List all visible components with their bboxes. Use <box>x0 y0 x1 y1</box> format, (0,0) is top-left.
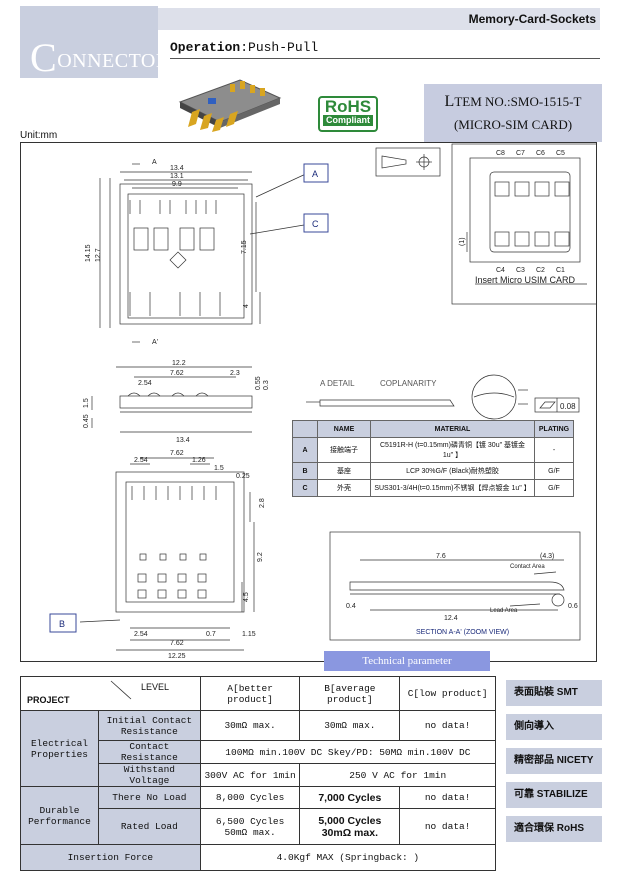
material-table: NAME MATERIAL PLATING A 接触端子 C5191R-H (t… <box>292 420 574 497</box>
pin-label: C7 <box>516 150 525 157</box>
dim-label: 2.8 <box>259 498 266 508</box>
table-row: A 接触端子 C5191R-H (t=0.15mm)磷青铜【镀 30u" 基镀金… <box>292 437 574 463</box>
dim-label: 7.62 <box>170 370 184 377</box>
pin-label: C1 <box>556 267 565 274</box>
dim-label: 1.5 <box>214 465 224 472</box>
dim-label: 2.3 <box>230 370 240 377</box>
pin-label: C6 <box>536 150 545 157</box>
pin-label: C5 <box>556 150 565 157</box>
feature-lateral: 側向導入 LATERAL <box>506 714 602 758</box>
operation-label: Operation <box>170 40 241 55</box>
technical-parameter-header: Technical parameter <box>324 651 490 671</box>
item-subtitle: (MICRO-SIM CARD) <box>453 117 573 132</box>
dim-label: 13.4 <box>176 437 190 444</box>
feature-rohs: 適合環保 RoHS <box>506 816 602 842</box>
technical-drawing: A C B 13.4 13.1 9.9 A A' 14.15 12.7 7.15… <box>49 143 597 660</box>
table-row: B 基座 LCP 30%G/F (Black)耐热塑胶 G/F <box>292 462 574 480</box>
item-number: LTEM NO.:SMO-1515-T <box>444 93 582 110</box>
dim-label: 7.62 <box>170 450 184 457</box>
dim-label: 4.5 <box>243 592 250 602</box>
dim-label: 12.2 <box>172 360 186 367</box>
table-row: Electrical Properties Initial Contact Re… <box>20 710 496 787</box>
callout-a <box>303 163 329 183</box>
dim-label: 1.15 <box>242 631 256 638</box>
drawing-frame <box>20 142 597 662</box>
section-mark: A <box>152 159 157 166</box>
level-project-cell: LEVEL PROJECT <box>20 676 201 711</box>
dim-label: (4.3) <box>540 553 554 560</box>
unit-label: Unit:mm <box>20 130 58 141</box>
dim-label: 0.25 <box>236 473 250 480</box>
coplanarity-label: COPLANARITY <box>380 379 437 388</box>
logo-background <box>20 6 158 78</box>
pin-label: C2 <box>536 267 545 274</box>
dim-label: (1) <box>459 237 466 246</box>
contact-area-label: Contact Area <box>510 564 545 570</box>
callout-c <box>303 213 329 233</box>
dim-label: 13.4 <box>170 165 184 172</box>
section-caption: SECTION A-A' (ZOOM VIEW) <box>416 629 509 636</box>
dim-label: 7.6 <box>436 553 446 560</box>
dim-label: 1.5 <box>83 398 90 408</box>
dim-label: 0.3 <box>263 380 270 390</box>
table-row: Insertion Force 4.0Kgf MAX (Springback: … <box>20 844 497 871</box>
dim-label: 9.2 <box>257 552 264 562</box>
dim-label: 0.4 <box>346 603 356 610</box>
dim-label: 12.4 <box>444 615 458 622</box>
pin-label: C4 <box>496 267 505 274</box>
coplanarity-value: 0.08 <box>560 402 576 411</box>
dim-label: 1.26 <box>192 457 206 464</box>
material-header-plating: PLATING <box>534 420 574 438</box>
dim-label: 0.7 <box>206 631 216 638</box>
lead-area-label: Lead Area <box>490 608 518 614</box>
dim-label: 12.25 <box>168 653 186 660</box>
table-row: Durable Performance There No Load 8,000 … <box>20 786 496 845</box>
dim-label: 4 <box>243 304 250 308</box>
category-title: Memory-Card-Sockets <box>468 12 596 26</box>
table-row: Contact Resistance 100MΩ min.100V DC Ske… <box>21 740 497 764</box>
product-photo <box>178 79 282 132</box>
category-bar <box>158 8 600 30</box>
material-header-name: NAME <box>317 420 371 438</box>
table-row: C 外壳 SUS301-3/4H(t=0.15mm)不锈钢【焊点镀金 1u" 】… <box>292 479 574 497</box>
material-header-material: MATERIAL <box>370 420 535 438</box>
item-box <box>424 84 602 142</box>
callout-b <box>49 613 77 633</box>
connectors-logo: CONNECTORS <box>30 35 182 80</box>
spec-table: LEVEL PROJECT A[better product] B[averag… <box>20 676 497 871</box>
table-row: Withstand Voltage 300V AC for 1min 250 V… <box>21 763 496 787</box>
feature-smt: 表面貼裝 SMT <box>506 680 602 706</box>
dim-label: 13.1 <box>170 173 184 180</box>
dim-label: 9.9 <box>172 181 182 188</box>
dim-label: 0.45 <box>83 414 90 428</box>
dim-label: 0.6 <box>568 603 578 610</box>
dim-label: 7.15 <box>241 240 248 254</box>
top-view-outline <box>119 183 253 325</box>
bottom-view-outline <box>115 471 245 613</box>
feature-nicety: 精密部品 NICETY <box>506 748 602 774</box>
divider <box>170 58 600 59</box>
dim-label: 0.55 <box>255 376 262 390</box>
pin-label: C3 <box>516 267 525 274</box>
callout-a-label: A <box>312 169 318 179</box>
operation-line: Operation:Push-Pull <box>170 40 318 55</box>
dim-label: 2.54 <box>134 631 148 638</box>
dim-label: 7.62 <box>170 640 184 647</box>
detail-label: A DETAIL <box>320 379 355 388</box>
callout-c-label: C <box>312 219 319 229</box>
dim-label: 2.54 <box>138 380 152 387</box>
operation-value: :Push-Pull <box>240 40 319 55</box>
feature-stabilize: 可靠 STABILIZE <box>506 782 602 808</box>
dim-label: 12.7 <box>95 248 102 262</box>
section-mark: A' <box>152 339 158 346</box>
dim-label: 2.54 <box>134 457 148 464</box>
dim-label: 14.15 <box>85 244 92 262</box>
callout-b-label: B <box>59 619 65 629</box>
table-row: LEVEL PROJECT A[better product] B[averag… <box>20 676 496 711</box>
card-caption: Insert Micro USIM CARD <box>475 275 576 285</box>
pin-label: C8 <box>496 150 505 157</box>
